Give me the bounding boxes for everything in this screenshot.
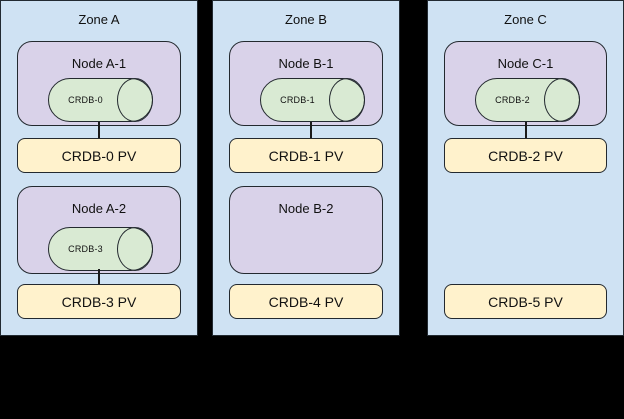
pod-crdb-2-cylinder-icon: CRDB-2: [475, 78, 580, 122]
node-a2: Node A-2 CRDB-3: [17, 186, 181, 274]
pv-crdb-2-label: CRDB-2 PV: [488, 147, 563, 164]
node-a2-title: Node A-2: [71, 201, 127, 216]
pv-crdb-0-label: CRDB-0 PV: [61, 147, 137, 164]
zone-b-title: Zone B: [285, 12, 327, 27]
node-b2: Node B-2: [229, 186, 383, 274]
pv-crdb-5: CRDB-5 PV: [444, 284, 607, 319]
node-b2-title: Node B-2: [278, 201, 334, 216]
node-c1-title: Node C-1: [497, 56, 554, 71]
pv-crdb-3-label: CRDB-3 PV: [61, 293, 137, 310]
zone-b: Zone B Node B-1 CRDB-1 CRDB-1 PV Node B-…: [212, 0, 400, 336]
pv-crdb-1-label: CRDB-1 PV: [268, 147, 344, 164]
pv-crdb-1: CRDB-1 PV: [229, 138, 383, 173]
connector-b1-pv1: [310, 122, 312, 138]
zone-c: Zone C Node C-1 CRDB-2 CRDB-2 PV CRDB-5 …: [427, 0, 624, 336]
pod-crdb-3-cylinder-icon: CRDB-3: [48, 227, 153, 271]
connector-a2-pv3: [98, 269, 100, 284]
pod-crdb-0-cylinder-icon: CRDB-0: [48, 78, 153, 122]
pv-crdb-4-label: CRDB-4 PV: [268, 293, 344, 310]
pod-crdb-0-label: CRDB-0: [68, 95, 103, 105]
pv-crdb-5-label: CRDB-5 PV: [488, 293, 563, 310]
node-b1: Node B-1 CRDB-1: [229, 41, 383, 126]
connector-a1-pv0: [98, 122, 100, 138]
cylinder-end-cap: [544, 78, 580, 122]
node-c1: Node C-1 CRDB-2: [444, 41, 607, 126]
pv-crdb-2: CRDB-2 PV: [444, 138, 607, 173]
node-b1-title: Node B-1: [278, 56, 334, 71]
pv-crdb-0: CRDB-0 PV: [17, 138, 181, 173]
pod-crdb-1-label: CRDB-1: [280, 95, 315, 105]
zone-a: Zone A Node A-1 CRDB-0 CRDB-0 PV Node A-…: [0, 0, 198, 336]
cylinder-end-cap: [117, 227, 153, 271]
connector-c1-pv2: [525, 122, 527, 138]
node-a1: Node A-1 CRDB-0: [17, 41, 181, 126]
cylinder-end-cap: [117, 78, 153, 122]
pod-crdb-1-cylinder-icon: CRDB-1: [260, 78, 365, 122]
node-a1-title: Node A-1: [71, 56, 127, 71]
pv-crdb-4: CRDB-4 PV: [229, 284, 383, 319]
zone-c-title: Zone C: [504, 12, 547, 27]
cylinder-end-cap: [329, 78, 365, 122]
pod-crdb-2-label: CRDB-2: [495, 95, 530, 105]
pod-crdb-3-label: CRDB-3: [68, 244, 103, 254]
pv-crdb-3: CRDB-3 PV: [17, 284, 181, 319]
zone-a-title: Zone A: [78, 12, 120, 27]
